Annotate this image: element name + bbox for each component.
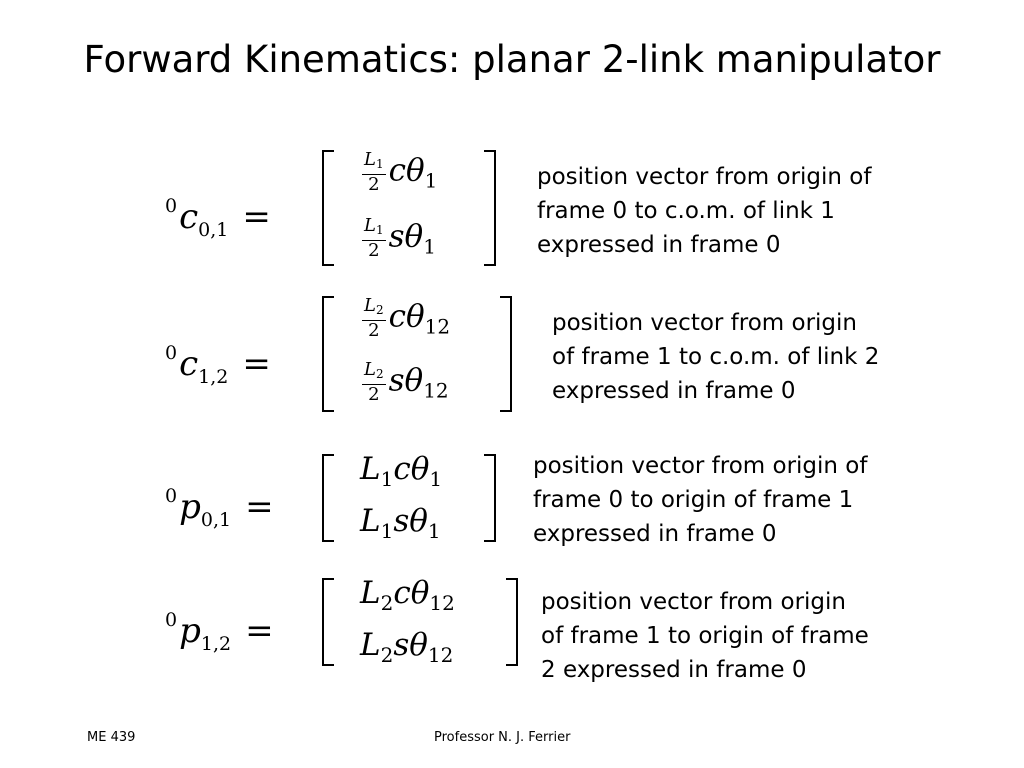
matrix-row-2: L1sθ1 [360,503,441,543]
footer-course: ME 439 [87,730,136,745]
matrix-row-2: L2sθ12 [360,627,454,667]
slide-title: Forward Kinematics: planar 2-link manipu… [83,38,941,81]
left-bracket [322,150,334,266]
equation-lhs: 0p0,1= [165,485,274,531]
equation-lhs: 0c0,1= [165,195,271,241]
left-bracket [322,578,334,666]
equation-description: position vector from origin of frame 1 t… [552,310,880,404]
equation-description: position vector from origin of frame 0 t… [533,453,868,547]
equation-description: position vector from origin of frame 0 t… [537,164,872,258]
equation-description: position vector from origin of frame 1 t… [541,589,869,683]
right-bracket [484,454,496,542]
equation-lhs: 0c1,2= [165,342,271,388]
right-bracket [500,296,512,412]
equation-lhs: 0p1,2= [165,609,274,655]
left-bracket [322,296,334,412]
right-bracket [506,578,518,666]
footer-author: Professor N. J. Ferrier [434,730,571,745]
matrix-row-1: L2cθ12 [360,575,455,615]
right-bracket [484,150,496,266]
left-bracket [322,454,334,542]
matrix-row-1: L1cθ1 [360,451,443,491]
